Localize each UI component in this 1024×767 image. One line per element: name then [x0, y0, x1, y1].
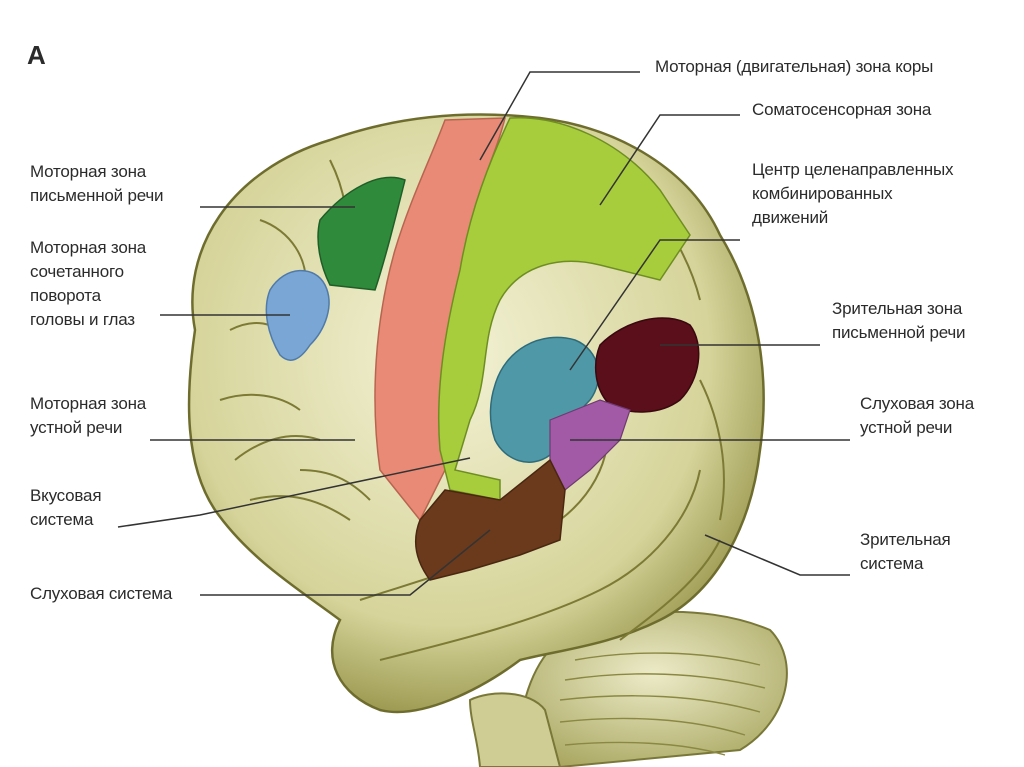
- leader-lines: [117, 71, 850, 596]
- label-visual-written-speech: Зрительная зона письменной речи: [832, 299, 966, 342]
- label-auditory-oral-speech: Слуховая зона устной речи: [860, 394, 974, 437]
- somatosensory-zone: [437, 117, 691, 501]
- label-written-speech-motor: Моторная зона письменной речи: [30, 162, 164, 205]
- figure-letter: А: [27, 40, 46, 70]
- auditory-system-zone: [414, 458, 566, 581]
- label-head-eye-turn: Моторная зона сочетанного поворота голов…: [30, 238, 147, 329]
- label-motor-cortex: Моторная (двигательная) зона коры: [655, 57, 934, 76]
- label-visual-system: Зрительная система: [860, 530, 951, 573]
- label-somatosensory: Соматосенсорная зона: [752, 100, 932, 119]
- label-purposeful-movements-center: Центр целенаправленных комбинированных д…: [752, 160, 954, 227]
- head-eye-turn-zone: [265, 269, 330, 361]
- label-oral-speech-motor: Моторная зона устной речи: [30, 394, 147, 437]
- label-auditory-system: Слуховая система: [30, 584, 173, 603]
- written-speech-motor-zone: [317, 176, 406, 291]
- visual-written-speech-zone: [594, 317, 700, 413]
- brainstem: [468, 692, 562, 767]
- label-taste-system: Вкусовая система: [30, 486, 102, 529]
